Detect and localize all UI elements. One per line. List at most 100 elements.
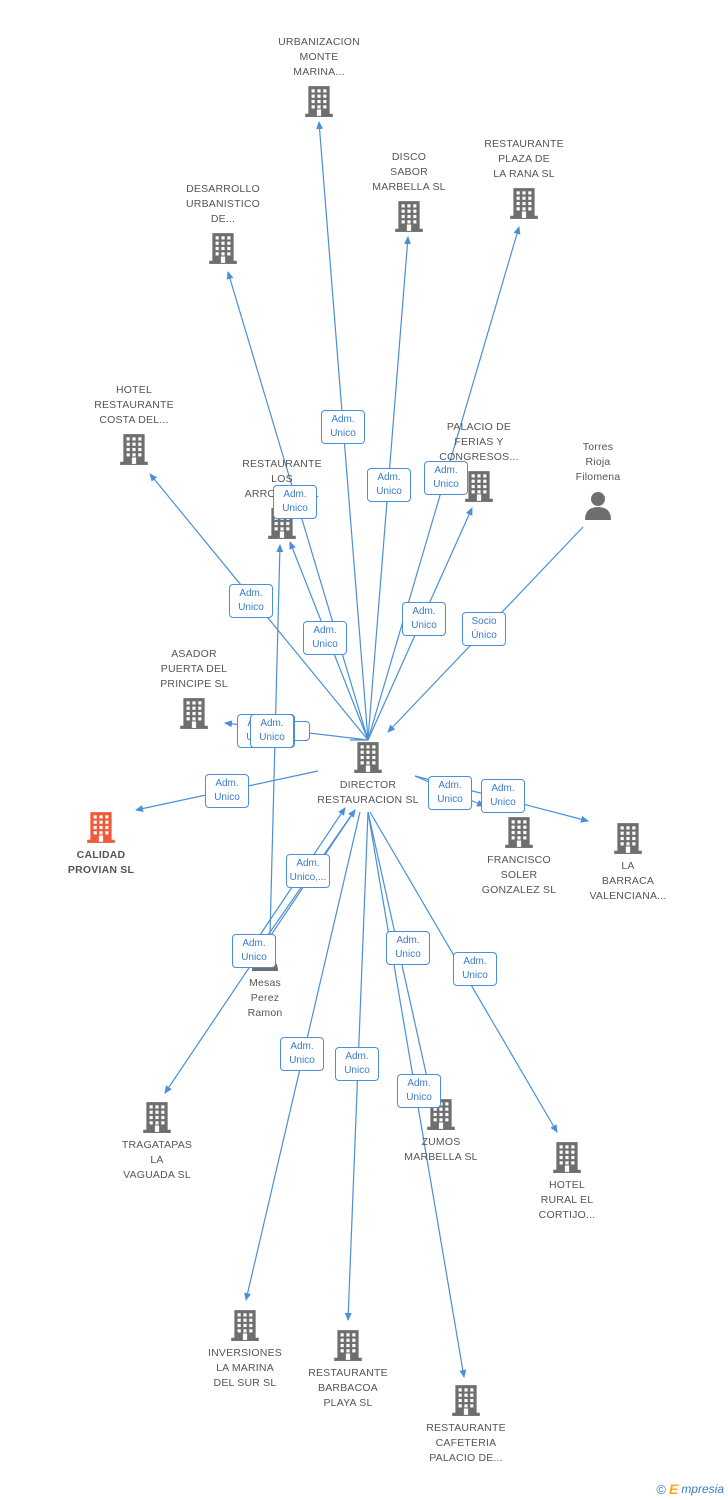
node-hotelrural[interactable]: HOTEL RURAL EL CORTIJO... [502,1140,632,1223]
badge-line2: Unico [241,952,267,963]
building-icon [611,821,645,855]
node-label: FRANCISCO SOLER GONZALEZ SL [481,854,557,896]
role-badge-adm-unico[interactable]: Adm. Unico [250,714,294,748]
badge-line2: Unico [462,970,488,981]
badge-line1: Adm. [463,956,487,967]
person-icon [582,489,614,521]
node-label: HOTEL RESTAURANTE COSTA DEL... [94,384,174,426]
node-hotelcosta[interactable]: HOTEL RESTAURANTE COSTA DEL... [69,383,199,466]
role-badge-adm-unico[interactable]: Adm.Unico [402,602,446,636]
role-badge-adm-unico[interactable]: Adm. Unico [321,410,365,444]
node-urbanizacion[interactable]: URBANIZACION MONTE MARINA... [254,35,384,118]
building-icon [550,1140,584,1174]
node-francisco[interactable]: FRANCISCO SOLER GONZALEZ SL [454,815,584,898]
node-label: INVERSIONES LA MARINA DEL SUR SL [208,1347,282,1389]
node-label: DESARROLLO URBANISTICO DE... [186,183,260,225]
node-label: RESTAURANTE BARBACOA PLAYA SL [308,1367,388,1409]
role-badge-adm-unico[interactable]: Adm. Unico [280,1037,324,1071]
node-label: RESTAURANTE CAFETERIA PALACIO DE... [426,1422,506,1464]
building-icon [351,740,385,774]
node-zumos[interactable]: ZUMOS MARBELLA SL [376,1097,506,1165]
brand-initial: E [668,1481,679,1497]
role-badge-adm-unico[interactable]: Adm. Unico [232,934,276,968]
node-label: DISCO SABOR MARBELLA SL [372,151,446,193]
role-badge-adm-unico[interactable]: Adm. Unico [205,774,249,808]
badge-line1: Adm. [283,489,307,500]
node-disco[interactable]: DISCO SABOR MARBELLA SL [344,150,474,233]
role-badge-adm-unico[interactable]: Adm.Unico [397,1074,441,1108]
role-badge-adm-unico[interactable]: Adm. Unico,... [286,854,330,888]
node-label: Torres Rioja Filomena [575,441,621,483]
node-label: HOTEL RURAL EL CORTIJO... [538,1179,596,1221]
building-icon [302,84,336,118]
role-badge-adm-unico[interactable]: Adm.Unico [303,621,347,655]
badge-line1: Adm. [215,778,239,789]
building-icon [117,432,151,466]
badge-line2: Unico [490,797,516,808]
badge-line1: Adm. [407,1078,431,1089]
building-icon [507,186,541,220]
node-barbacoa[interactable]: RESTAURANTE BARBACOA PLAYA SL [283,1328,413,1411]
building-icon [449,1383,483,1417]
badge-line1: Adm. [491,783,515,794]
badge-line1: Socio [471,616,497,627]
node-label: URBANIZACION MONTE MARINA... [278,36,360,78]
badge-line2: Unico [238,602,264,613]
badge-line1: Adm. [396,935,420,946]
node-label: TRAGATAPAS LA VAGUADA SL [121,1139,193,1181]
node-palacio[interactable]: PALACIO DE FERIAS Y CONGRESOS... [414,420,544,503]
badge-line1: Adm. [242,938,266,949]
node-calidad[interactable]: CALIDAD PROVIAN SL [36,810,166,878]
badge-line2: Único [471,630,497,641]
node-asador[interactable]: ASADOR PUERTA DEL PRINCIPE SL [129,647,259,730]
badge-line2: Unico [214,792,240,803]
badge-line2: Unico,... [289,872,327,883]
building-icon [177,696,211,730]
node-cafeteria[interactable]: RESTAURANTE CAFETERIA PALACIO DE... [401,1383,531,1466]
badge-line1: Adm. [296,858,320,869]
role-badge-adm-unico[interactable]: Adm.Unico [335,1047,379,1081]
badge-line2: Unico [437,794,463,805]
badge-line2: Unico [289,1055,315,1066]
node-barraca[interactable]: LA BARRACA VALENCIANA... [563,821,693,904]
building-icon [206,231,240,265]
badge-line1: Adm. [377,472,401,483]
role-badge-adm-unico[interactable]: Adm. Unico [386,931,430,965]
badge-line2: Unico [395,949,421,960]
copyright-symbol: © [656,1481,666,1497]
badge-line2: Unico [376,486,402,497]
badge-line1: Adm. [239,588,263,599]
node-torres[interactable]: Torres Rioja Filomena [533,440,663,521]
badge-line2: Unico [259,732,285,743]
role-badge-adm-unico[interactable]: Adm.Unico [424,461,468,495]
node-label: DIRECTOR RESTAURACION SL [317,779,419,806]
node-label: Mesas Perez Ramon [247,977,283,1019]
badge-line1: Adm. [260,718,284,729]
role-badge-adm-unico[interactable]: Adm. Unico [229,584,273,618]
brand-name: mpresia [681,1482,724,1496]
badge-line1: Adm. [438,780,462,791]
badge-line1: Adm. [331,414,355,425]
badge-line2: Unico [312,639,338,650]
node-rana[interactable]: RESTAURANTE PLAZA DE LA RANA SL [459,137,589,220]
badge-line2: Unico [433,479,459,490]
node-label: LA BARRACA VALENCIANA... [589,860,667,902]
badge-line1: Adm. [290,1041,314,1052]
role-badge-adm-unico[interactable]: Adm. Unico [481,779,525,813]
role-badge-adm-unico[interactable]: Adm.Unico [273,485,317,519]
badge-line1: Adm. [345,1051,369,1062]
node-desarrollo[interactable]: DESARROLLO URBANISTICO DE... [158,182,288,265]
role-badge-adm-unico[interactable]: Adm. Unico [428,776,472,810]
badge-line2: Unico [330,428,356,439]
role-badge-adm-unico[interactable]: Adm. Unico [367,468,411,502]
node-inversiones[interactable]: INVERSIONES LA MARINA DEL SUR SL [180,1308,310,1391]
node-label: PALACIO DE FERIAS Y CONGRESOS... [439,421,519,463]
node-label: CALIDAD PROVIAN SL [67,849,135,876]
node-tragatapas[interactable]: TRAGATAPAS LA VAGUADA SL [92,1100,222,1183]
role-badge-adm-unico[interactable]: Adm. Unico [453,952,497,986]
node-label: RESTAURANTE PLAZA DE LA RANA SL [484,138,564,180]
building-icon [502,815,536,849]
node-director[interactable]: DIRECTOR RESTAURACION SL [303,740,433,808]
